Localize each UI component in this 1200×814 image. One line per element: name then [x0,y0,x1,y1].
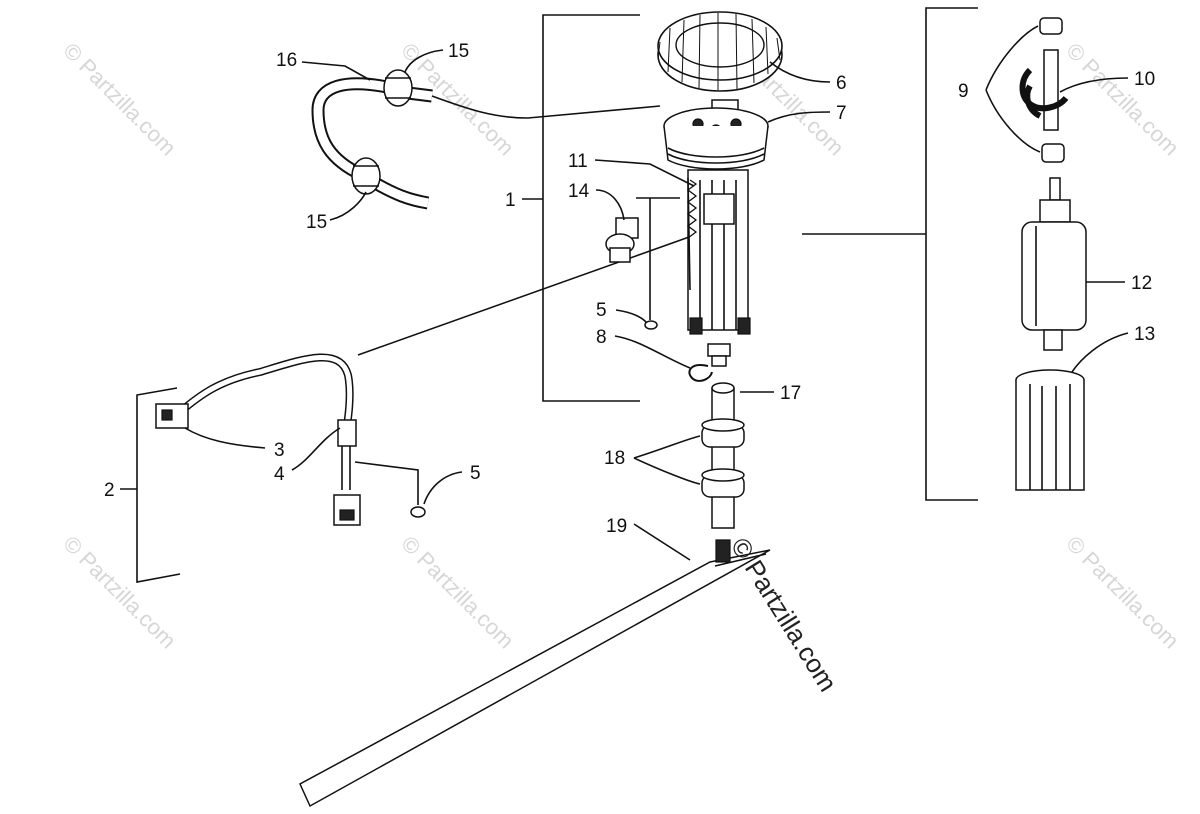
bracket-1 [542,14,640,402]
clamp-9-lower [1041,143,1065,163]
grommet-18-upper [701,418,745,448]
screw-5-upper [644,320,658,330]
callout-6: 6 [836,73,847,94]
leader-11-extra [636,197,680,320]
watermark-text: © Partzilla.com [58,531,181,654]
callout-7: 7 [836,103,847,124]
tube-17 [711,382,735,529]
connector-3 [155,403,189,429]
clip-8 [688,364,713,382]
clamp-9-upper [1039,17,1063,35]
callout-14: 14 [568,181,590,202]
callout-1: 1 [505,190,516,211]
callout-15-lower: 15 [306,212,327,233]
watermark-group: © Partzilla.com © Partzilla.com © Partzi… [58,38,1184,654]
watermark-text: © Partzilla.com [1061,531,1184,654]
lock-ring-6 [657,11,783,92]
callout-11: 11 [568,151,588,172]
callout-16: 16 [276,50,297,71]
callout-3: 3 [274,440,285,461]
hose-clamp-15-lower [351,157,381,195]
float-arm-19 [299,539,771,808]
callout-10: 10 [1134,69,1155,90]
fuel-pump-12 [1021,177,1087,351]
callout-4: 4 [274,464,285,485]
nipple-fitting [707,343,731,367]
pump-module-1 [663,99,769,335]
callout-2: 2 [104,480,115,501]
leader-hose-to-fitting [431,95,661,119]
callout-9: 9 [958,81,969,102]
callouts: 1 2 3 4 5 5 6 7 8 9 10 11 12 13 14 15 15… [104,41,1155,537]
bracket-pump [925,7,978,501]
wiring-harness-2 [177,353,361,526]
callout-8: 8 [596,327,607,348]
grommet-14 [605,217,639,263]
callout-13: 13 [1134,324,1155,345]
leader-18 [633,435,701,485]
callout-19: 19 [606,516,627,537]
callout-12: 12 [1131,273,1152,294]
hose-clamp-15-upper [383,69,413,107]
watermark-text: © Partzilla.com [396,531,519,654]
watermark-text: © Partzilla.com [58,38,181,161]
harness-link-line [357,225,721,356]
watermark-text: © Partzilla.com [1061,38,1184,161]
callout-5-lower: 5 [470,463,481,484]
screw-5-lower [410,506,426,518]
callout-17: 17 [780,383,801,404]
callout-5-upper: 5 [596,300,607,321]
strainer-13 [1015,369,1085,491]
callout-15-upper: 15 [448,41,469,62]
callout-18: 18 [604,448,625,469]
hose-10 [1019,49,1069,131]
grommet-18-lower [701,468,745,498]
leader-lines [184,25,1129,561]
watermark-main: © Partzilla.com [725,532,843,696]
